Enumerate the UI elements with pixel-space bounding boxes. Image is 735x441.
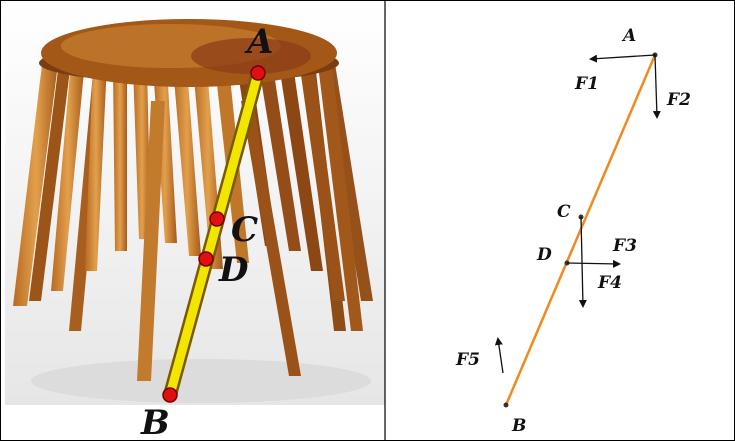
force-label-f4: F4 [597, 273, 622, 293]
arrow-f5 [494, 337, 504, 374]
highlighted-slat [165, 68, 263, 400]
arrow-f4 [566, 259, 621, 268]
force-label-f3: F3 [612, 236, 637, 256]
floor-shadow [31, 359, 371, 403]
photo-point-c [209, 211, 225, 227]
diagram-label-c: C [557, 202, 571, 222]
photo-label-b: B [140, 403, 170, 440]
diagram-label-a: A [621, 26, 636, 46]
force-label-f5: F5 [455, 350, 480, 370]
arrow-f2 [652, 54, 661, 119]
force-diagram: A C D B F1 F2 F3 F4 F5 [455, 26, 691, 436]
force-label-f2: F2 [666, 90, 691, 110]
photo-point-d [198, 251, 214, 267]
arrow-f1 [589, 54, 656, 63]
stool-seat [39, 19, 339, 87]
diagram-label-d: D [536, 245, 552, 265]
diagram-label-b: B [511, 416, 526, 436]
photo-label-d: D [218, 250, 249, 290]
rod-ab [504, 54, 657, 406]
photo-label-a: A [244, 22, 273, 62]
stool-photo: A C D B [5, 5, 385, 440]
photo-point-a [250, 65, 266, 81]
force-label-f1: F1 [574, 74, 599, 94]
photo-label-c: C [231, 210, 258, 250]
diagram-point-b [503, 402, 509, 408]
arrow-f3 [578, 216, 587, 308]
photo-point-b [162, 387, 178, 403]
